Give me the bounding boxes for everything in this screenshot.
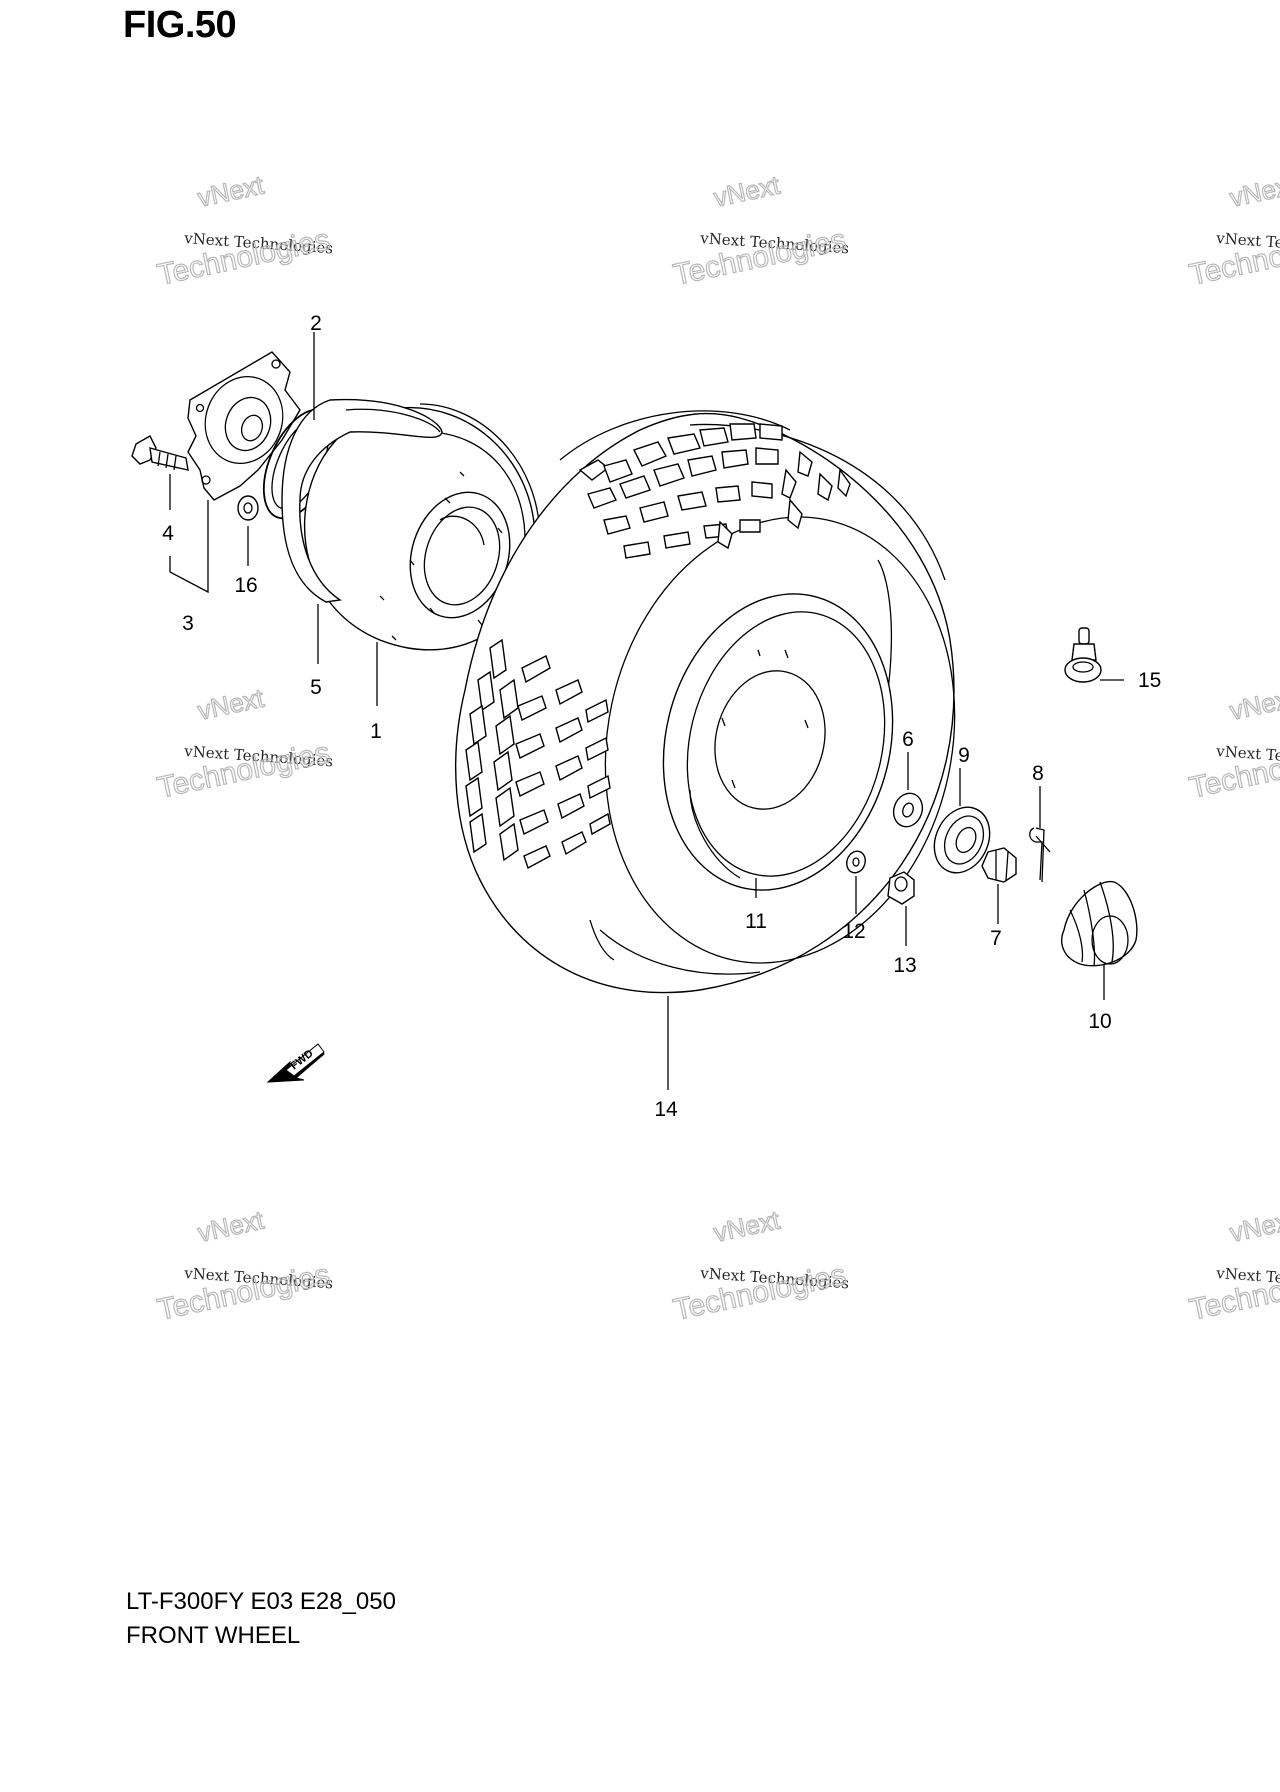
callout-15: 15 (1138, 669, 1161, 692)
leader-lines (169, 332, 1124, 1090)
watermark-brand: vNext (1227, 683, 1280, 726)
tread-pattern-side (465, 638, 611, 870)
watermark: vNext vNext Technologies Technologies (670, 1204, 850, 1328)
callout-7: 7 (990, 927, 1002, 950)
hub-seal-part (281, 398, 443, 603)
watermark-brand: vNext (195, 1205, 267, 1248)
watermark: vNext vNext Technologies Technologies (1186, 169, 1280, 293)
callout-9: 9 (958, 744, 970, 767)
watermark: vNext vNext Technologies Technologies (154, 169, 334, 293)
washer-part (892, 792, 924, 828)
hub-drum-part (303, 403, 541, 651)
hub-cap-part (1061, 880, 1138, 967)
small-washer-part (237, 495, 259, 521)
forward-direction-arrow: FWD (266, 1043, 325, 1083)
callout-13: 13 (893, 954, 916, 977)
section-name: FRONT WHEEL (126, 1622, 301, 1649)
callout-10: 10 (1088, 1010, 1111, 1033)
hub-plate-part (187, 351, 301, 501)
watermark-brand: vNext (1227, 1205, 1280, 1248)
model-code: LT-F300FY E03 E28_050 (126, 1588, 396, 1615)
callout-3: 3 (182, 612, 194, 635)
watermark-brand: vNext (195, 683, 267, 726)
callout-14: 14 (654, 1098, 678, 1121)
watermark: vNext vNext Technologies Technologies (154, 1204, 334, 1328)
callout-1: 1 (370, 720, 382, 743)
watermark: vNext vNext Technologies Technologies (1186, 1204, 1280, 1328)
bolt-part (131, 435, 189, 471)
callout-16: 16 (234, 574, 257, 597)
figure-title: FIG.50 (123, 4, 237, 46)
callout-8: 8 (1032, 762, 1044, 785)
watermark: vNext vNext Technologies Technologies (670, 169, 850, 293)
callout-labels: 1 2 3 4 5 6 7 8 9 10 11 12 13 14 15 16 (162, 312, 1161, 1121)
spacer-part (846, 850, 866, 874)
watermark-brand: vNext (1227, 170, 1280, 213)
bearing-part (933, 806, 991, 874)
watermark: vNext vNext Technologies Technologies (1186, 682, 1280, 806)
watermark-brand: vNext (711, 170, 783, 213)
callout-2: 2 (310, 312, 322, 335)
callout-12: 12 (842, 920, 865, 943)
nut-part (887, 871, 915, 905)
tread-pattern (578, 423, 851, 559)
callout-4: 4 (162, 522, 174, 545)
valve-stem-part (1064, 627, 1102, 683)
watermark-brand: vNext (195, 170, 267, 213)
watermark-brand: vNext (711, 1205, 783, 1248)
callout-5: 5 (310, 676, 322, 699)
wheel-rim-part (662, 593, 894, 891)
callout-11: 11 (745, 910, 767, 933)
watermark: vNext vNext Technologies Technologies (154, 682, 334, 806)
castle-nut-part (981, 847, 1017, 883)
cotter-pin-part (1029, 827, 1051, 883)
callout-6: 6 (902, 728, 914, 751)
